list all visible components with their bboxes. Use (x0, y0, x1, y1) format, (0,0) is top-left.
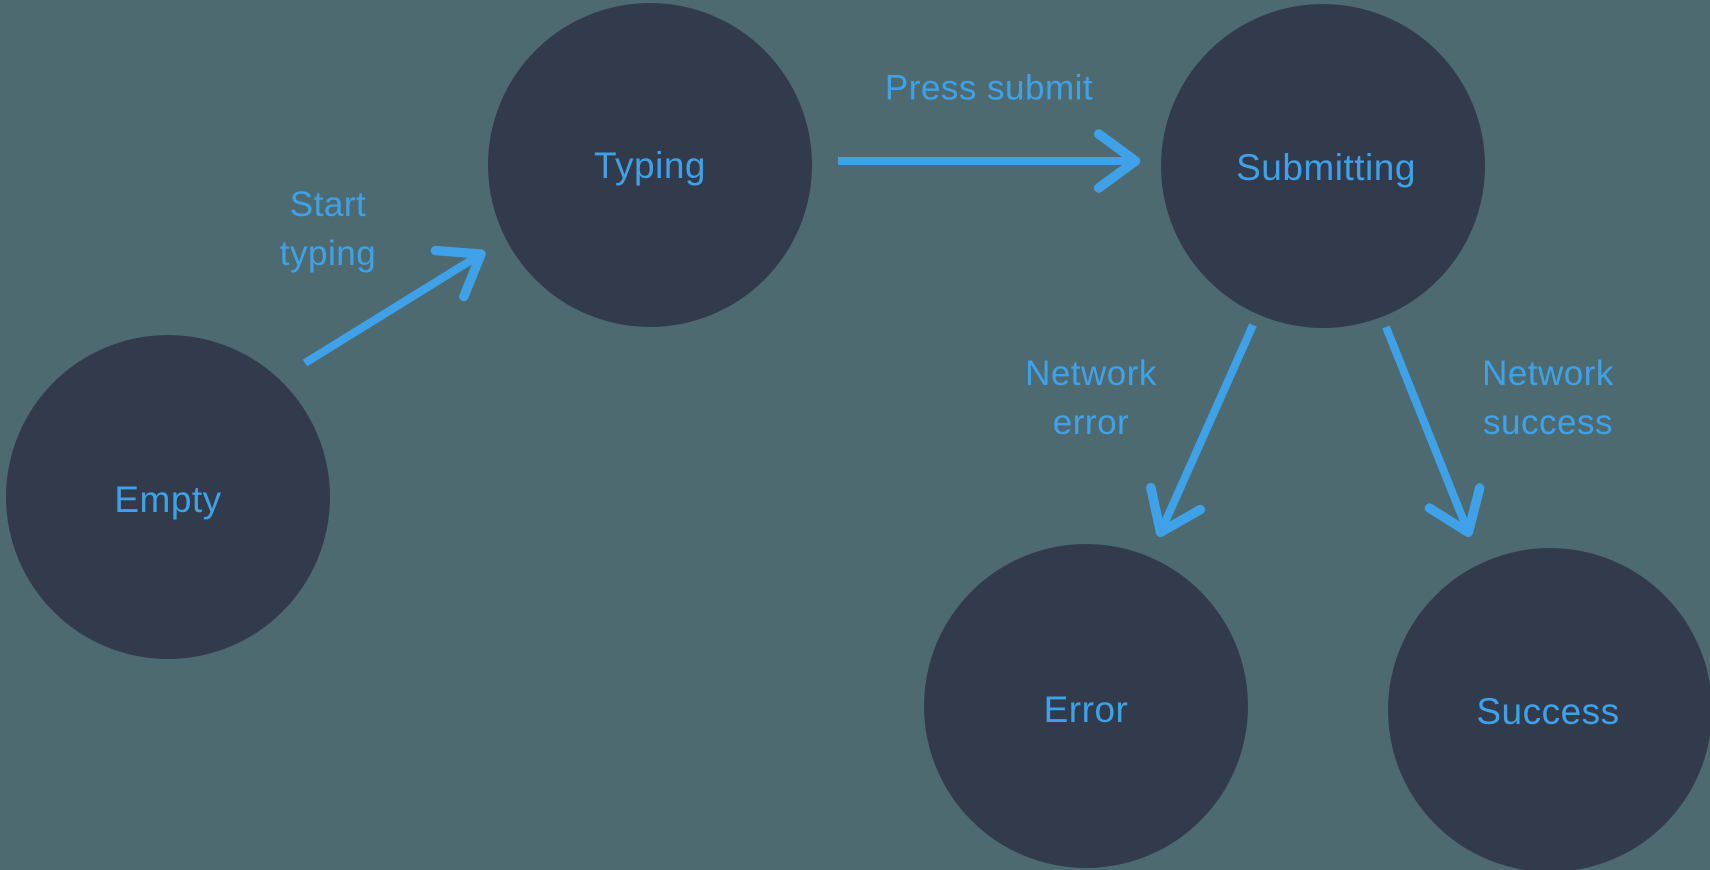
state-label-empty: Empty (114, 479, 222, 521)
transition-label-network-error: Network error (1025, 354, 1157, 442)
state-node-submitting (1161, 4, 1485, 328)
state-node-success (1388, 548, 1710, 870)
state-node-empty (6, 335, 330, 659)
transition-label-network-success: Network success (1482, 354, 1614, 442)
state-label-typing: Typing (593, 145, 707, 187)
state-label-submitting: Submitting (1236, 147, 1416, 189)
state-node-error (924, 544, 1248, 868)
transition-arrow-network-error (1146, 323, 1257, 538)
transition-arrow-network-success (1382, 325, 1485, 538)
transition-arrow-start-typing (302, 245, 486, 367)
state-node-typing (488, 3, 812, 327)
transition-label-start-typing: Start typing (279, 185, 377, 273)
transition-label-press-submit: Press submit (884, 68, 1094, 108)
state-label-success: Success (1476, 691, 1620, 733)
state-label-error: Error (1043, 689, 1129, 731)
